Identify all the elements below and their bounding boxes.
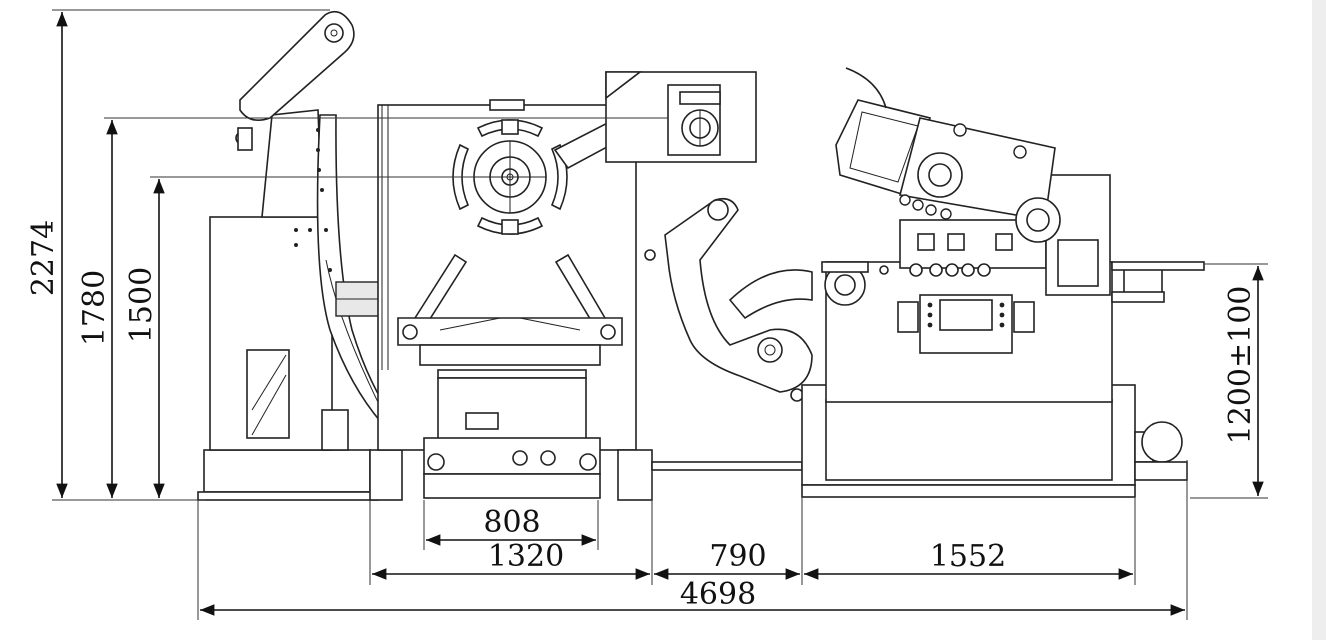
dim-label-1320: 1320 [488, 539, 564, 574]
dim-label-4698: 4698 [680, 577, 756, 612]
dim-label-1552: 1552 [930, 539, 1006, 574]
loop-swing-arm [644, 197, 813, 402]
decoiler-arm-unit [197, 10, 406, 501]
dim-label-1500: 1500 [124, 267, 159, 343]
decoiler-arm-icon [239, 10, 355, 121]
access-window [246, 349, 290, 439]
control-panel-icon [897, 294, 1035, 354]
dimension-overlay: 2274 1780 1500 1200±100 808 1320 790 155… [26, 9, 1268, 620]
straightener-feeder-unit [801, 67, 1205, 498]
dim-label-2274: 2274 [26, 220, 61, 296]
window-edge [1312, 0, 1326, 640]
dim-label-790: 790 [709, 539, 766, 574]
straightener-roller-icon [879, 263, 991, 277]
dim-label-1780: 1780 [77, 270, 112, 346]
dim-label-808: 808 [483, 505, 540, 540]
servo-motor-icon [1134, 421, 1188, 481]
dim-label-1200: 1200±100 [1223, 286, 1258, 445]
pinch-roller-head [667, 84, 721, 156]
